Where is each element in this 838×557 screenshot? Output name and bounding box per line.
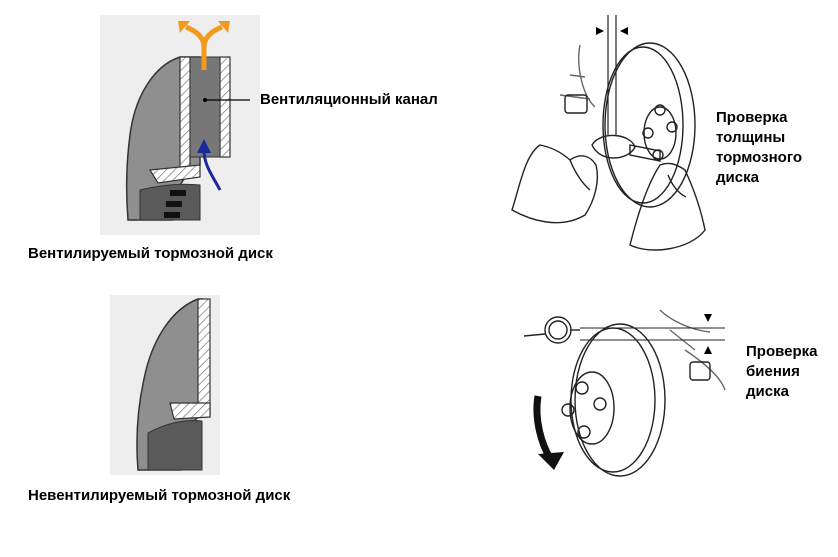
- vented-disc-caption: Вентилируемый тормозной диск: [28, 245, 273, 262]
- solid-disc-caption: Невентилируемый тормозной диск: [28, 487, 291, 504]
- solid-disc-hub: [147, 420, 203, 471]
- rotation-arrow: [533, 395, 554, 460]
- vented-disc-outer-plate: [219, 56, 231, 158]
- thickness-check-illustration: [500, 15, 710, 260]
- runout-arrow-bottom: [704, 346, 712, 354]
- air-outflow-arrow: [185, 24, 223, 70]
- thickness-arrow-left: [596, 27, 604, 35]
- solid-disc-plate: [197, 298, 211, 415]
- vent-channel-label: Вентиляционный канал: [260, 91, 438, 108]
- thickness-arrow-right: [620, 27, 628, 35]
- vent-channel-shape: [189, 56, 221, 158]
- thickness-check-label: Проверка толщины тормозного диска: [716, 109, 803, 186]
- runout-disc: [574, 323, 666, 477]
- micrometer: [591, 134, 636, 159]
- runout-check-illustration: [520, 300, 730, 480]
- runout-arrow-top: [704, 314, 712, 322]
- right-hand: [629, 162, 706, 251]
- vented-disc-inner-plate: [179, 56, 191, 168]
- vented-disc-diagram: [100, 15, 260, 235]
- solid-disc-diagram: [110, 295, 220, 475]
- runout-check-label: Проверка биения диска: [746, 343, 818, 400]
- thickness-disc: [604, 42, 696, 208]
- air-inflow-arrow: [202, 149, 222, 191]
- left-hand: [511, 144, 599, 224]
